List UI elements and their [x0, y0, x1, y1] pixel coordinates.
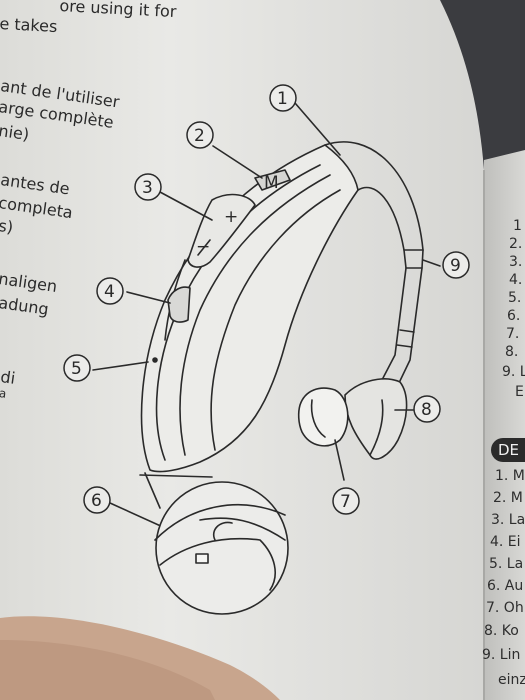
callout-4: 4	[104, 282, 115, 302]
callout-2-circle	[186, 121, 214, 149]
list-item: 7.	[506, 326, 520, 342]
callout-9-circle	[442, 251, 470, 279]
callout-7-circle	[332, 487, 360, 515]
callout-6: 6	[91, 491, 102, 511]
volume-rocker	[187, 193, 256, 268]
list-item: E	[515, 384, 524, 400]
callout-9: 9	[450, 256, 461, 276]
list-item: 2.	[509, 236, 523, 252]
zoom-circle	[155, 481, 289, 615]
list-item: 8. Ko	[484, 623, 519, 639]
charge-contact	[195, 553, 209, 564]
button-m	[254, 169, 291, 191]
callout-1: 1	[277, 89, 288, 109]
list-item: 5. La	[489, 556, 524, 572]
tube	[382, 267, 407, 379]
list-item: 3. La	[491, 512, 525, 528]
list-item: 4.	[509, 272, 523, 288]
callout-5: 5	[71, 359, 82, 379]
receiver	[344, 378, 408, 460]
list-item: 2. M	[493, 490, 523, 506]
callout-3-circle	[134, 173, 162, 201]
callout-3: 3	[142, 178, 153, 198]
hook	[324, 141, 424, 263]
list-item: 6.	[507, 308, 521, 324]
callout-8-circle	[413, 395, 441, 423]
callout-1-circle	[269, 84, 297, 112]
list-item: 9. Lin	[482, 647, 521, 663]
list-item: 1. M	[495, 468, 525, 484]
list-item: 6. Au	[487, 578, 524, 594]
language-badge-de: DE	[491, 438, 525, 462]
hook-ring	[403, 249, 424, 269]
callout-8: 8	[421, 400, 432, 420]
list-item: 9. L	[502, 364, 525, 380]
list-item: 3.	[509, 254, 523, 270]
minus-mark: −	[196, 237, 210, 257]
device-body	[140, 144, 359, 473]
list-item: einz	[498, 672, 525, 688]
list-item: 4. Ei	[490, 534, 521, 550]
right-page	[484, 150, 525, 700]
list-item: 7. Oh	[486, 600, 524, 616]
callout-4-circle	[96, 277, 124, 305]
list-item: 8.	[505, 344, 519, 360]
callout-5-circle	[63, 354, 91, 382]
callout-6-circle	[83, 486, 111, 514]
plus-mark: +	[224, 207, 238, 227]
button-m-label: M	[264, 173, 279, 193]
program-switch	[167, 286, 191, 323]
list-item: 1	[513, 218, 522, 234]
callout-2: 2	[194, 126, 205, 146]
ear-dome	[297, 387, 349, 447]
list-item: 5.	[508, 290, 522, 306]
mic-opening	[152, 357, 158, 363]
callout-7: 7	[340, 492, 351, 512]
